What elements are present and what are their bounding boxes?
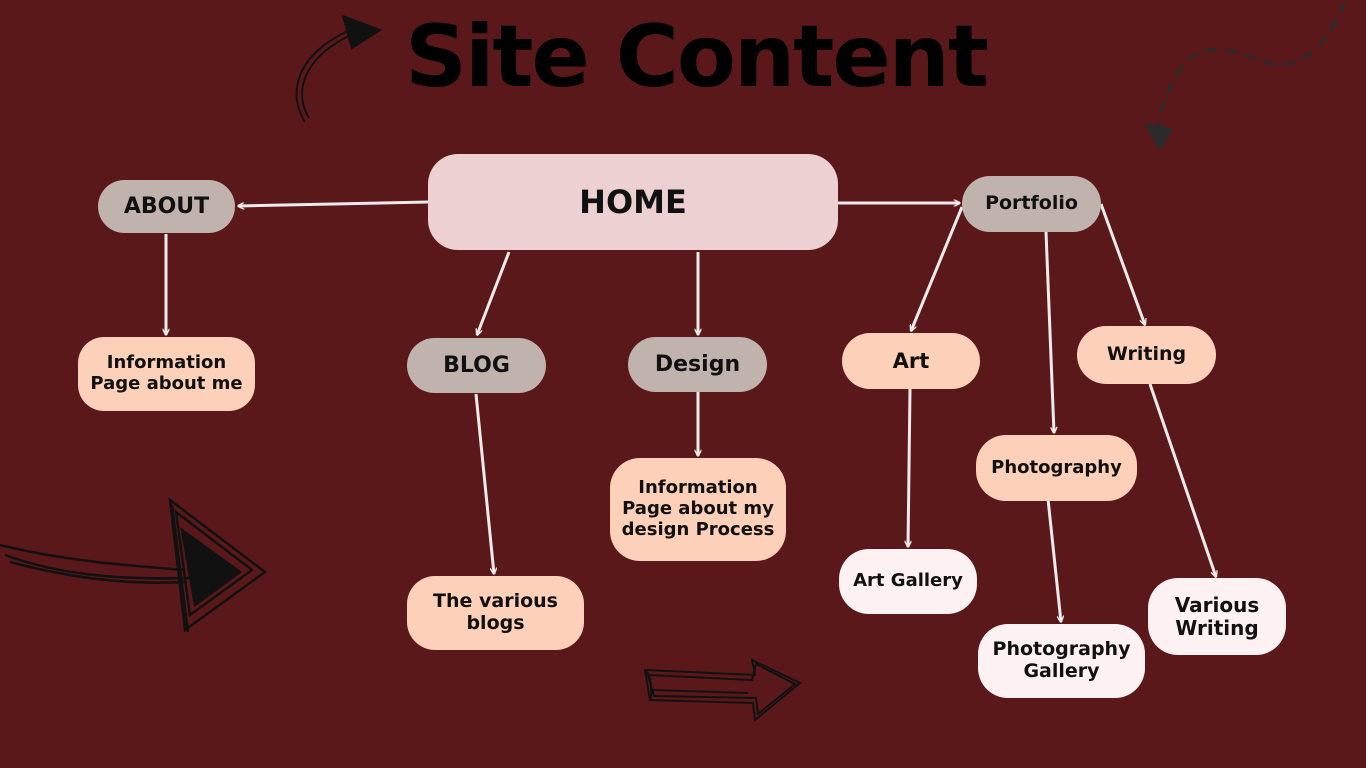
node-home-label: HOME bbox=[579, 182, 687, 221]
arrow-portfolio-photography bbox=[1044, 231, 1054, 433]
node-various-writing-line-2: Writing bbox=[1175, 615, 1259, 640]
arrow-portfolio-art bbox=[911, 206, 964, 331]
node-blog-label: BLOG bbox=[443, 352, 510, 378]
node-design-info-line-2: Page about my bbox=[622, 498, 774, 520]
node-art-gallery-label: Art Gallery bbox=[853, 570, 963, 592]
node-blogs-line-2: blogs bbox=[466, 612, 525, 634]
node-photography-gallery: Photography Gallery bbox=[978, 624, 1145, 698]
node-design-info-line-1: Information bbox=[638, 477, 758, 499]
node-photography-gallery-line-2: Gallery bbox=[1023, 660, 1100, 682]
arrow-photography-gallery bbox=[1044, 479, 1061, 622]
node-photography-gallery-line-1: Photography bbox=[992, 638, 1131, 661]
node-various-writing-line-1: Various bbox=[1174, 592, 1260, 617]
node-art-gallery: Art Gallery bbox=[839, 549, 977, 614]
node-home: HOME bbox=[428, 154, 838, 250]
node-writing: Writing bbox=[1077, 326, 1216, 384]
node-about-info: Information Page about me bbox=[78, 337, 255, 411]
node-portfolio-label: Portfolio bbox=[985, 192, 1078, 215]
arrow-home-about bbox=[238, 200, 429, 206]
node-design-info-line-3: design Process bbox=[621, 518, 775, 540]
node-blogs: The various blogs bbox=[407, 576, 584, 650]
node-various-writing: Various Writing bbox=[1148, 578, 1286, 655]
node-art-label: Art bbox=[892, 348, 930, 373]
arrow-writing-various bbox=[1148, 383, 1216, 577]
node-about: ABOUT bbox=[98, 180, 235, 233]
node-design-label: Design bbox=[654, 351, 741, 377]
node-writing-label: Writing bbox=[1106, 343, 1187, 366]
arrow-home-blog bbox=[477, 251, 511, 335]
node-portfolio: Portfolio bbox=[962, 176, 1101, 232]
node-blogs-line-1: The various bbox=[433, 590, 558, 613]
node-about-label: ABOUT bbox=[123, 193, 210, 219]
node-design: Design bbox=[628, 337, 767, 392]
node-photography: Photography bbox=[976, 435, 1137, 501]
node-about-info-line-2: Page about me bbox=[90, 373, 243, 394]
arrow-blog-blogs bbox=[474, 393, 494, 574]
node-photography-label: Photography bbox=[991, 456, 1122, 478]
node-design-info: Information Page about my design Process bbox=[610, 458, 786, 561]
arrow-portfolio-writing bbox=[1099, 203, 1145, 325]
node-about-info-line-1: Information bbox=[106, 352, 227, 374]
arrow-art-gallery bbox=[908, 388, 910, 547]
node-blog: BLOG bbox=[407, 338, 546, 393]
node-art: Art bbox=[842, 333, 980, 389]
